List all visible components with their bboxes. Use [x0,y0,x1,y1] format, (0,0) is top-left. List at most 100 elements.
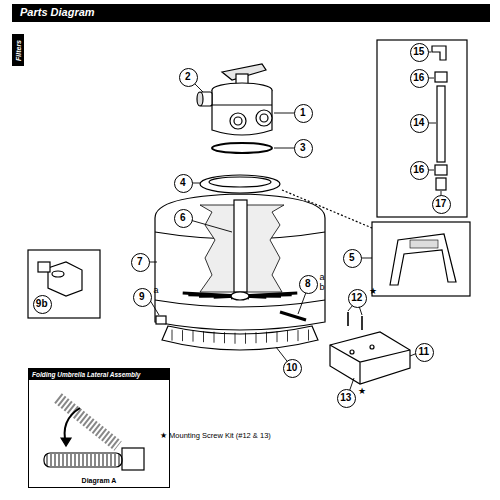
base-plate [330,332,410,384]
tank-band [155,300,325,307]
base-rib [298,330,299,341]
nut [435,165,447,175]
callout-number: 10 [286,363,297,373]
callout-number: 3 [300,143,306,153]
callout-number: 14 [410,114,429,133]
valve-port [230,113,246,129]
callout-number: 17 [432,195,451,214]
base-rib [287,331,288,342]
gauge-face [197,92,203,106]
callout-number: 9a [133,288,152,307]
base-rib [266,332,267,343]
inset-caption: Diagram A [29,477,169,484]
callout-suffix: ★ [358,387,366,396]
valve-inset-box [28,250,100,318]
mounting-screw [347,312,349,326]
drain-plug [156,316,166,324]
callout-number: 7 [131,253,150,272]
callout-number: 4 [174,174,193,193]
adapter [436,178,446,190]
inset-heading: Folding Umbrella Lateral Assembly [29,369,169,380]
inset-lateral [46,454,121,466]
callout-number: 15 [410,43,429,62]
callout-suffix: a [154,286,159,295]
callout-number: 16 [410,161,429,180]
sight-tube [437,86,445,162]
callout-number: 14 [413,118,424,128]
callout-suffix: b [320,283,325,292]
inset-panel: Folding Umbrella Lateral AssemblyDiagram… [28,368,170,488]
clamp-ring-inner [209,177,271,187]
inset-lateral [58,398,118,446]
base-rib [193,331,194,342]
callout-number: 1 [294,104,313,123]
callout-number: 2 [179,68,198,87]
base-rib [203,331,204,342]
screw-hole [350,350,354,354]
callout-number: 2 [185,72,191,82]
plumbing-inset-box [377,40,467,217]
mounting-screw [361,316,363,330]
callout-number: 5 [349,253,355,263]
callout-number: 9b [36,299,48,309]
callout-number: 4 [180,178,186,188]
tab-text: Filters [15,39,22,60]
base-rib [172,330,173,341]
callout-number: 17 [435,199,446,209]
stand [390,234,456,285]
callout-number: 10 [283,359,302,378]
callout-number: 12 [351,293,362,303]
part-drawings [28,40,470,470]
base-rib [308,330,309,341]
callout-number: 9 [139,292,145,302]
section-tab: Filters [12,34,24,66]
elbow [432,46,446,60]
base-rib [245,333,246,344]
callout-number: 3 [294,139,313,158]
callout-number: 5 [343,249,362,268]
callout-number: 8 [305,279,311,289]
base-plate-edge [330,345,410,384]
air-relief-rod [280,312,306,320]
tank-base [162,326,318,350]
callout-number: 16 [410,69,429,88]
drain-valve [48,262,82,296]
clamp-ring [200,175,280,193]
valve-body [212,90,272,135]
drain-cap [38,262,50,272]
callout-number: 7 [137,257,143,267]
callout-number: 11 [415,343,434,362]
stand-label [410,240,438,248]
standpipe [234,200,247,292]
inset-lateral-outline [44,453,122,467]
callout-number: 9b [33,295,52,314]
base-rib [256,332,257,343]
callout-suffix: a [320,273,325,282]
callout-number: 1 [300,108,306,118]
title-bar: Parts Diagram [12,4,490,22]
screw-hole [370,345,374,349]
callout-number: 6 [180,213,186,223]
leader-lines [360,258,372,259]
callout-suffix: ★ [369,287,377,296]
base-rib [182,330,183,341]
callout-number: 11 [418,347,429,357]
valve-port-inner [234,117,242,125]
nut [435,72,447,82]
base-rib [235,333,236,344]
base-ribs [172,330,309,344]
page-title: Parts Diagram [20,7,95,18]
leader-lines [148,52,441,395]
base-rib [277,331,278,342]
drain-o-ring [52,271,64,277]
callout-number: 15 [413,47,424,57]
callout-number: 13 [340,393,351,403]
lateral-hub [231,292,249,300]
callout-number: 13★ [337,389,356,408]
callout-number: 12★ [348,289,367,308]
footnote: ★ Mounting Screw Kit (#12 & 13) [160,432,271,440]
valve-port [256,110,272,126]
base-rib [214,332,215,343]
inset-hub [122,448,144,470]
